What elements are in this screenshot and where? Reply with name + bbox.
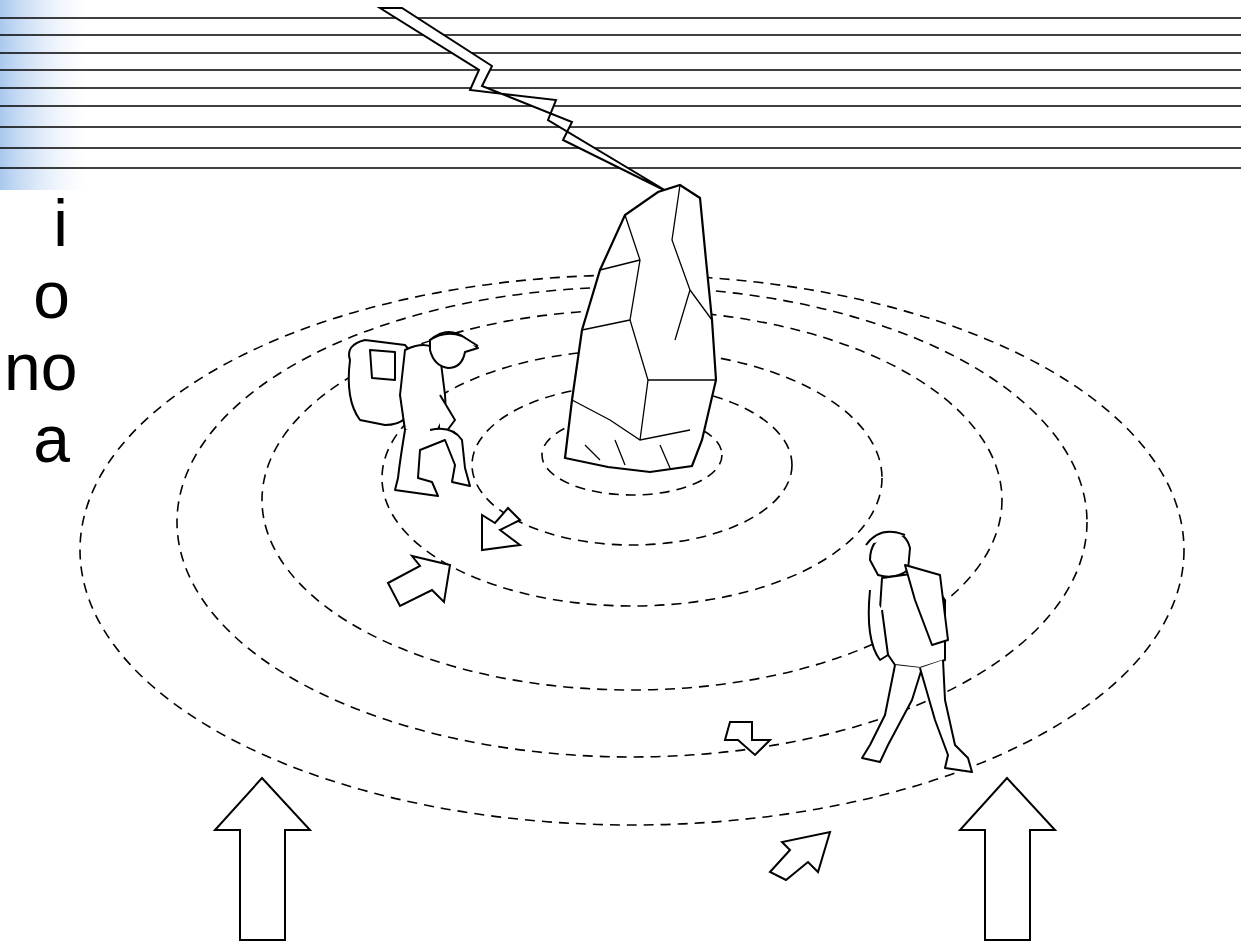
crouching-hiker [349, 332, 478, 496]
slide-text-fragment: i [53, 190, 68, 256]
walking-hiker [862, 532, 972, 772]
cloud-lines [0, 18, 1241, 168]
slide-text-fragment: o [33, 262, 70, 328]
slide-background [0, 0, 90, 190]
slide-text-fragment: a [33, 406, 70, 472]
lightning-bolt [380, 8, 668, 192]
flow-arrows [215, 508, 1055, 940]
slide-text-fragment: no [4, 334, 77, 400]
rock [565, 185, 716, 472]
